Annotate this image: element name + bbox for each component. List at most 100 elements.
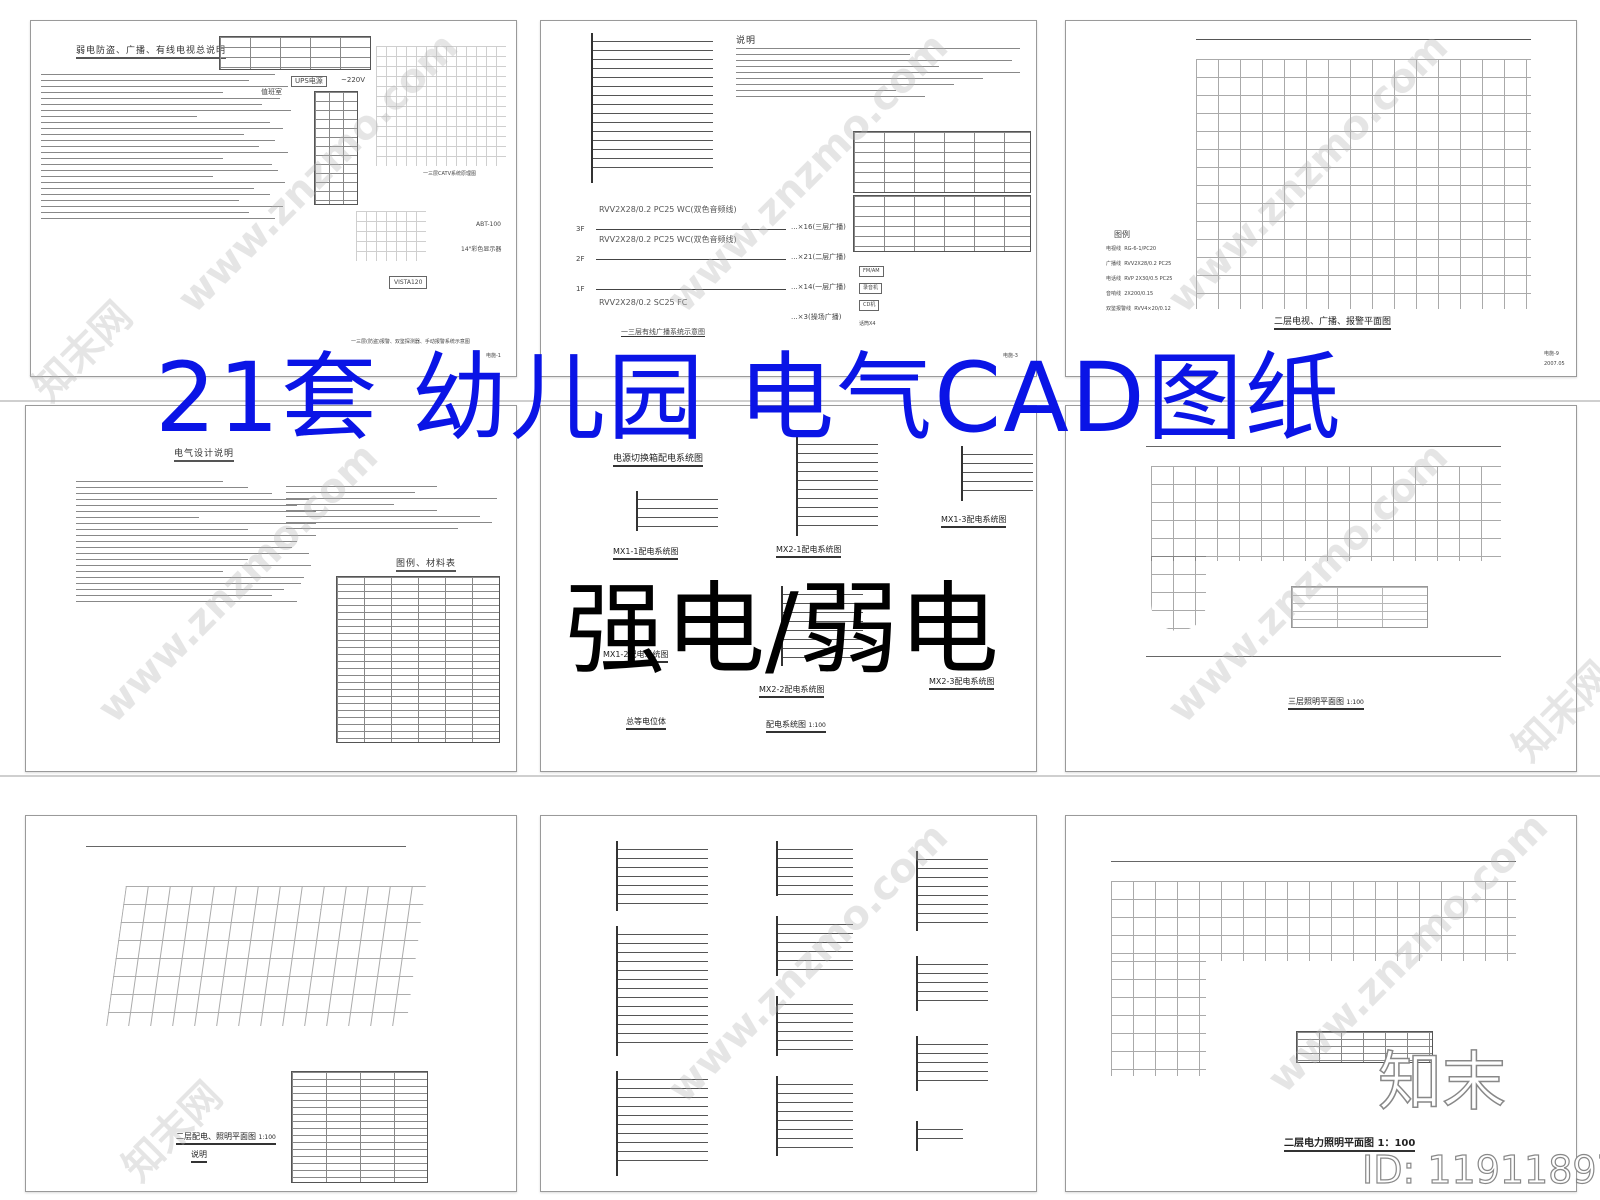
- load-table: [1296, 1031, 1433, 1063]
- cable-spec-2f: RVV2X28/0.2 PC25 WC(双色音频线): [599, 235, 737, 244]
- legend-heading: 图例: [1114, 230, 1130, 239]
- row-divider: [0, 775, 1600, 777]
- equipment-table: [219, 36, 371, 70]
- diagram-title-mx1-2: MX1-2配电系统图: [603, 649, 669, 663]
- floor-plan-drawing: [106, 886, 426, 1026]
- plan-caption: 三层照明平面图 1:100: [1288, 696, 1364, 710]
- footer-label: 配电系统图: [766, 720, 806, 729]
- speaker-line-3f: [596, 229, 786, 230]
- panelboard-col2-b: [776, 916, 853, 976]
- legend-item-tv: 电视线 RG-6-1/PC20: [1106, 246, 1156, 253]
- diagram-title-mx2-2: MX2-2配电系统图: [759, 684, 825, 698]
- legend-spec: RG-6-1/PC20: [1124, 246, 1157, 252]
- fm-am-box: FM/AM: [859, 266, 884, 277]
- floor-2f: 2F: [576, 255, 585, 263]
- cad-sheet-floor2-power-lighting-plan: 二层电力照明平面图 1：100: [1065, 815, 1577, 1192]
- floor-plan-drawing-wing: [1111, 961, 1206, 1076]
- panelboard-al3: [616, 1071, 708, 1176]
- count-1f: ...×14(一层广播): [791, 283, 846, 291]
- catv-caption: 一三层CATV系统原理图: [423, 171, 476, 177]
- caption-label: 三层照明平面图: [1288, 697, 1344, 706]
- legend-table-title: 图例、材料表: [396, 556, 457, 572]
- floor-plan-drawing: [1151, 466, 1501, 561]
- axis-line-bottom: [1146, 656, 1501, 657]
- notes-text-left: [76, 476, 321, 607]
- schematic-mx2-1: [796, 436, 878, 536]
- floor-1f: 1F: [576, 285, 585, 293]
- plan-legend: [1291, 586, 1428, 628]
- cad-sheet-broadcast-system: 说明 RVV2X28/0.2 PC25 WC(双色音频线) 3F ...×16(…: [540, 20, 1037, 377]
- floor-zone-table: [314, 91, 358, 205]
- monitor-label: 14"彩色显示器: [461, 246, 502, 253]
- floor-plan-drawing-main: [1111, 881, 1516, 961]
- plan-caption: 二层电力照明平面图 1：100: [1284, 1134, 1416, 1152]
- duty-room-label: 值班室: [261, 88, 282, 96]
- panelboard-col3-b: [916, 956, 988, 1011]
- panelboard-al2: [616, 926, 708, 1056]
- speaker-line-2f: [596, 259, 786, 260]
- cad-sheet-weak-current-notes: 弱电防盗、广播、有线电视总说明 UPS电源 ~220V 值班室 一三层CATV系…: [30, 20, 517, 377]
- legend-spec: RVP 2X30/0.5 PC25: [1124, 276, 1173, 282]
- axis-line-top: [1111, 861, 1516, 862]
- stair-wing-drawing: [1151, 556, 1206, 631]
- legend-item-phone: 电话线 RVP 2X30/0.5 PC25: [1106, 276, 1173, 283]
- floor-3f: 3F: [576, 225, 585, 233]
- cable-spec-3f: RVV2X28/0.2 PC25 WC(双色音频线): [599, 205, 737, 214]
- diagram-title-equipotential: 总等电位体: [626, 716, 666, 730]
- diagram-title-switch-box: 电源切换箱配电系统图: [613, 451, 704, 467]
- legend-label: 广播线: [1106, 261, 1122, 267]
- schematic-mx1-3: [961, 446, 1033, 501]
- sheet-date: 2007.05: [1544, 361, 1565, 367]
- legend-item-broadcast: 广播线 RVV2X28/0.2 PC25: [1106, 261, 1171, 268]
- panelboard-col2-c: [776, 996, 853, 1056]
- sheet-number: 电施-9: [1544, 351, 1559, 357]
- diagram-title-mx1-3: MX1-3配电系统图: [941, 514, 1007, 528]
- panelboard-col2-d: [776, 1076, 853, 1156]
- caption-scale: 1:100: [258, 1134, 276, 1141]
- schematic-mx1-1: [636, 491, 718, 531]
- notes-text-block: [41, 69, 301, 224]
- cad-sheet-floor2-tv-broadcast-alarm-plan: 图例 电视线 RG-6-1/PC20 广播线 RVV2X28/0.2 PC25 …: [1065, 20, 1577, 377]
- vista-panel: VISTA120: [389, 276, 428, 289]
- panelboard-col2-a: [776, 841, 853, 896]
- notes-heading: 说明: [191, 1149, 207, 1163]
- legend-label: 电视线: [1106, 246, 1122, 252]
- panelboard-col3-c: [916, 1036, 988, 1091]
- plan-caption: 二层配电、照明平面图 1:100: [176, 1131, 276, 1145]
- amplifier-box: 一三层有线广播系统示意图: [621, 328, 705, 337]
- legend-label: 双鉴报警线: [1106, 306, 1132, 312]
- materials-table: [336, 576, 500, 743]
- legend-spec: RVV2X28/0.2 PC25: [1124, 261, 1172, 267]
- count-playground: ...×3(操场广播): [791, 313, 842, 321]
- cad-sheet-electrical-design-notes: 电气设计说明 图例、材料表: [25, 405, 517, 772]
- catv-riser-diagram: [376, 46, 506, 166]
- legend-item-alarm: 双鉴报警线 RVV4×20/0.12: [1106, 306, 1171, 313]
- tape-box: 录音机: [859, 283, 883, 294]
- speaker-line-1f: [596, 289, 786, 290]
- notes-text-block: [736, 43, 1026, 102]
- panelboard-col3-a: [916, 851, 988, 931]
- panelboard-al1: [616, 841, 708, 911]
- legend-table: [291, 1071, 428, 1183]
- legend-label: 电话线: [1106, 276, 1122, 282]
- dimension-line: [1196, 39, 1531, 40]
- headline-subtitle: 强电/弱电: [565, 571, 999, 688]
- caption-scale: 1:100: [1346, 699, 1364, 706]
- ups-label: UPS电源: [291, 76, 327, 87]
- footer-scale: 1:100: [808, 722, 826, 729]
- cad-sheet-distribution-diagrams: 电源切换箱配电系统图 MX1-1配电系统图 MX2-1配电系统图 MX1-3配电…: [540, 405, 1037, 772]
- sheet-footer-title: 配电系统图 1:100: [766, 719, 826, 733]
- legend-item-audio: 音响线 2X200/0.15: [1106, 291, 1153, 298]
- axis-line-top: [86, 846, 406, 847]
- cad-sheet-floor3-lighting-plan: 三层照明平面图 1:100: [1065, 405, 1577, 772]
- plan-caption: 二层电视、广播、报警平面图: [1274, 314, 1392, 330]
- phone-riser-schematic: [591, 33, 713, 183]
- diagram-title-mx2-1: MX2-1配电系统图: [776, 544, 842, 558]
- sheet-number: 电施-3: [1003, 353, 1018, 359]
- row-divider: [0, 400, 1600, 402]
- cad-sheet-panelboard-schedules: [540, 815, 1037, 1192]
- headline-title: 21套 幼儿园 电气CAD图纸: [155, 342, 1343, 454]
- floor-plan-drawing: [1196, 59, 1531, 309]
- count-2f: ...×21(二层广播): [791, 253, 846, 261]
- image-id: ID: 1191189715: [1361, 1148, 1600, 1192]
